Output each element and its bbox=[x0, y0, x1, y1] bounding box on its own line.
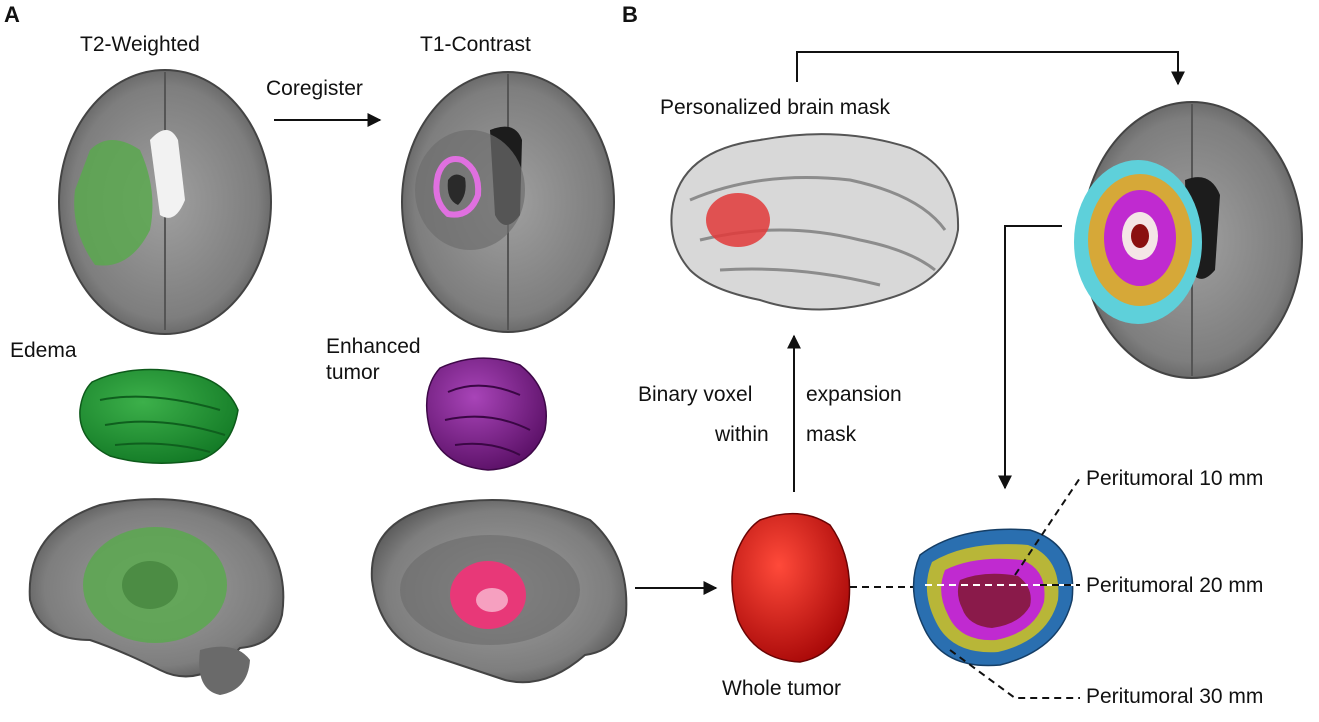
enhanced-tumor-label-line1: Enhanced bbox=[326, 335, 421, 358]
brain-to-rings-arrow bbox=[998, 225, 1062, 490]
t1-axial-brain-image bbox=[401, 71, 615, 333]
t2-sagittal-brain-image bbox=[28, 498, 285, 695]
personalized-brain-mask-label: Personalized brain mask bbox=[660, 96, 890, 119]
peritumoral-rings-3d-model bbox=[912, 528, 1074, 667]
peri-10-leader bbox=[1014, 477, 1081, 576]
within-label: within bbox=[715, 423, 769, 446]
binary-voxel-label: Binary voxel bbox=[638, 383, 753, 406]
t2-weighted-label: T2-Weighted bbox=[80, 33, 200, 56]
panel-letter-b: B bbox=[622, 2, 638, 27]
peri-30-leader bbox=[949, 649, 1080, 699]
t2-axial-brain-image bbox=[58, 69, 272, 335]
expansion-label: expansion bbox=[806, 383, 902, 406]
enhanced-tumor-3d-model bbox=[425, 357, 547, 471]
peritumoral-20-label: Peritumoral 20 mm bbox=[1086, 574, 1264, 597]
peritumoral-axial-brain-image bbox=[1074, 101, 1303, 379]
whole-tumor-3d-model bbox=[731, 512, 851, 663]
personalized-brain-mask-image bbox=[670, 133, 960, 311]
panel-letter-a: A bbox=[4, 2, 20, 27]
peritumoral-10-label: Peritumoral 10 mm bbox=[1086, 467, 1264, 490]
edema-label: Edema bbox=[10, 339, 77, 362]
mask-to-brain-arrow bbox=[796, 51, 1185, 86]
peritumoral-30-label: Peritumoral 30 mm bbox=[1086, 685, 1264, 708]
mask-label: mask bbox=[806, 423, 857, 446]
enhanced-tumor-label-line2: tumor bbox=[326, 361, 380, 384]
edema-3d-model bbox=[79, 368, 239, 464]
t1-sagittal-brain-image bbox=[370, 499, 628, 684]
coregister-label: Coregister bbox=[266, 77, 363, 100]
t1-contrast-label: T1-Contrast bbox=[420, 33, 531, 56]
edema-overlay bbox=[74, 140, 153, 266]
whole-tumor-label: Whole tumor bbox=[722, 677, 842, 700]
enhanced-tumor-overlay bbox=[433, 156, 482, 218]
